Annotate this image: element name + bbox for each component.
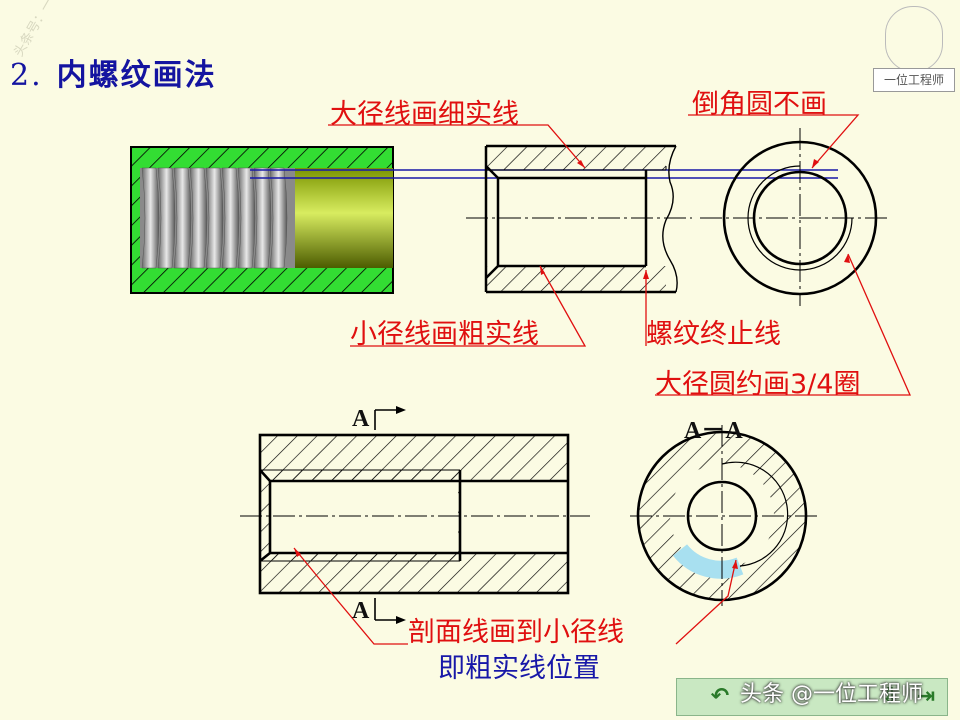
section-mark-top: A (352, 406, 370, 432)
logo: 一位工程师 (873, 6, 955, 92)
leader-lines (293, 114, 911, 645)
label-major-thin: 大径线画细实线 (330, 99, 519, 130)
arrow-down-icon[interactable]: ⇩ (880, 684, 900, 709)
title-number: 2. (10, 58, 43, 93)
label-hatch-note-2: 即粗实线位置 (438, 653, 600, 684)
section-mark-bottom: A (352, 598, 370, 624)
end-view-top (700, 128, 888, 306)
logo-text: 一位工程师 (873, 68, 955, 92)
section-view-title: A－A (684, 418, 743, 444)
return-icon[interactable]: ↶ (710, 684, 730, 709)
section-view-top (466, 144, 692, 294)
arrow-end-icon[interactable]: ⇥ (916, 684, 936, 709)
thread-crests (140, 167, 295, 269)
page-title: 2. 内螺纹画法 (10, 50, 217, 94)
slide-nav-bar: ↶ ⇩ ⇥ (676, 678, 948, 716)
label-chamfer: 倒角圆不画 (692, 89, 827, 120)
section-aa-view (630, 425, 820, 606)
label-thread-end: 螺纹终止线 (646, 319, 781, 350)
label-minor-thick: 小径线画粗实线 (350, 319, 539, 350)
pictorial-view (130, 146, 394, 294)
label-major-circle: 大径圆约画3/4圈 (655, 369, 861, 400)
footer-credit: 头条 @一位工程师 (740, 682, 923, 707)
section-view-bottom (240, 406, 590, 624)
title-text: 内螺纹画法 (56, 58, 217, 93)
label-hatch-note: 剖面线画到小径线 (408, 617, 624, 648)
